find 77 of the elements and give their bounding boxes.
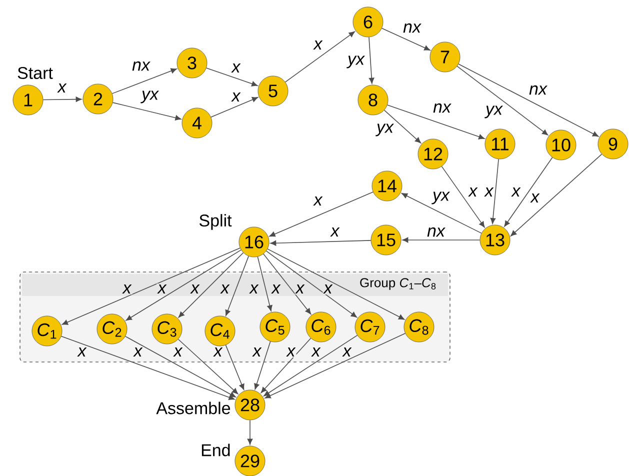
edge-label: x <box>530 192 540 204</box>
arrow <box>254 341 271 390</box>
arrow <box>206 68 258 86</box>
arrow <box>60 336 235 400</box>
edge-label: x <box>122 284 132 294</box>
edge-label: nx <box>528 84 548 96</box>
edge-label: x <box>230 92 242 102</box>
edge-label: yx <box>376 122 394 138</box>
arrow <box>62 248 240 325</box>
arrow <box>225 344 244 390</box>
arrow <box>510 154 602 236</box>
arrow <box>263 254 312 314</box>
arrow <box>124 336 236 398</box>
arrow <box>112 68 177 94</box>
edge-label: yx <box>346 54 366 70</box>
edge-label: x <box>220 284 230 294</box>
edge-label: yx <box>432 190 450 206</box>
arrow <box>178 338 238 394</box>
arrow <box>178 252 244 318</box>
edge-label: x <box>330 226 340 238</box>
edge-label: x <box>322 284 334 294</box>
edge-label: x <box>312 40 324 50</box>
arrow <box>490 158 499 224</box>
arrow <box>381 28 430 50</box>
arrow <box>266 250 357 318</box>
arrow <box>247 420 253 445</box>
edge-label: x <box>76 346 88 358</box>
arrow <box>264 334 358 396</box>
edge-label: x <box>172 346 184 358</box>
edge-label: x <box>270 284 282 294</box>
arrow <box>456 66 548 136</box>
arrow <box>270 240 372 246</box>
edge-label: x <box>468 186 478 198</box>
arrow <box>257 256 272 312</box>
arrow <box>384 110 422 144</box>
arrow <box>504 157 553 227</box>
edge-label: yx <box>140 90 160 104</box>
edge-label: x <box>286 346 296 358</box>
arrow <box>210 96 258 118</box>
arrow <box>458 64 599 137</box>
edge-label: x <box>56 82 68 94</box>
edge-label: x <box>342 346 352 358</box>
arrow <box>386 104 485 140</box>
arrow <box>225 256 249 316</box>
arrow <box>441 166 485 228</box>
edge-label: x <box>132 346 144 358</box>
step-label: Split <box>200 214 232 230</box>
edge-label: x <box>510 186 522 198</box>
edge-label: yx <box>484 104 504 120</box>
edge-label: x <box>294 284 306 294</box>
arrow <box>269 192 374 237</box>
arrow <box>402 237 480 243</box>
arrow <box>368 36 374 84</box>
edge-label: x <box>312 196 324 206</box>
edge-label: x <box>248 284 260 294</box>
arrow <box>267 248 405 320</box>
step-label: End <box>202 444 230 456</box>
arrow <box>42 96 82 102</box>
edge-label: x <box>310 346 322 358</box>
edge-label: x <box>156 284 168 294</box>
step-label: Assemble <box>156 402 230 414</box>
edge-label: nx <box>402 22 422 34</box>
edge-label: x <box>212 346 224 358</box>
edge-label: nx <box>426 226 446 238</box>
arrow <box>284 31 355 82</box>
edge-label: x <box>484 186 494 198</box>
arrow <box>112 102 182 120</box>
arrow <box>260 338 312 394</box>
edge-label: x <box>190 284 200 294</box>
arrow <box>126 250 242 321</box>
edge-label: x <box>230 62 242 74</box>
edge-label: nx <box>131 60 151 72</box>
edge-label: nx <box>432 102 452 114</box>
arrow <box>264 332 406 398</box>
edge-label: x <box>252 346 262 358</box>
step-label: Start <box>18 66 53 80</box>
arrow <box>402 193 482 234</box>
